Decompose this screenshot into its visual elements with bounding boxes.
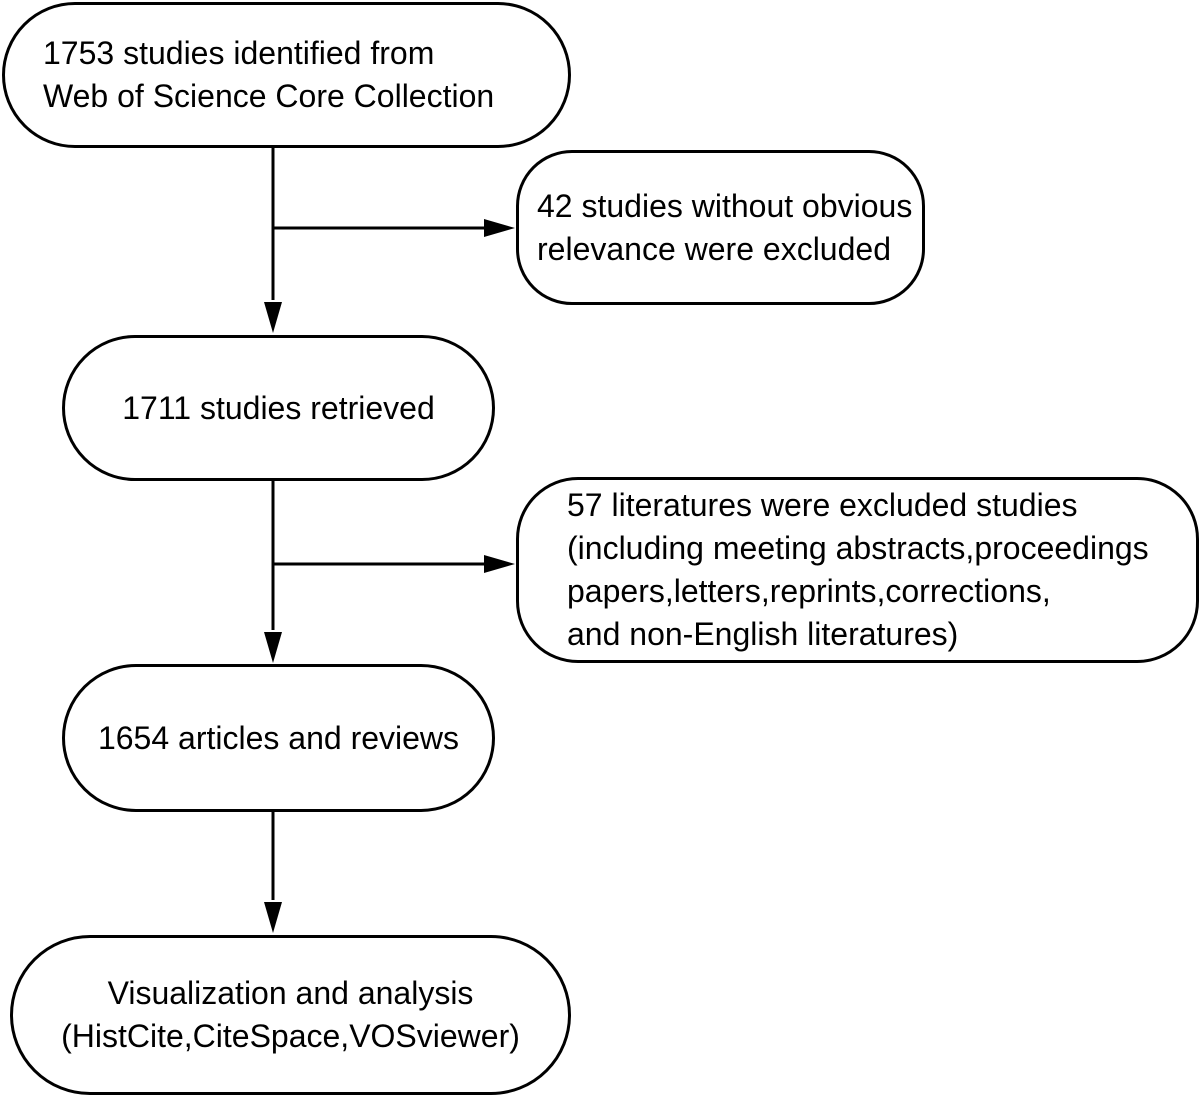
analysis-line-2: (HistCite,CiteSpace,VOSviewer) [61, 1018, 520, 1054]
arrow-identified-to-retrieved [264, 148, 282, 333]
excluded-types-line-3: papers,letters,reprints,corrections, [567, 573, 1051, 609]
identified-line-1: 1753 studies identified from [43, 35, 435, 71]
arrow-to-excluded-types [273, 555, 515, 573]
analysis-node: Visualization and analysis (HistCite,Cit… [10, 935, 571, 1095]
excluded-irrelevant-line-2: relevance were excluded [537, 230, 891, 267]
excluded-irrelevant-node: 42 studies without obvious relevance wer… [516, 150, 925, 305]
excluded-types-line-2: (including meeting abstracts,proceedings [567, 530, 1149, 566]
identified-line-2: Web of Science Core Collection [43, 78, 495, 114]
arrow-included-to-analysis [264, 812, 282, 933]
arrow-retrieved-to-included [264, 481, 282, 663]
included-line-1: 1654 articles and reviews [97, 719, 460, 756]
excluded-types-line-4: and non-English literatures) [567, 616, 959, 652]
identified-studies-node: 1753 studies identified from Web of Scie… [2, 2, 571, 148]
analysis-line-1: Visualization and analysis [107, 975, 474, 1011]
included-articles-node: 1654 articles and reviews [62, 664, 495, 812]
retrieved-line-1: 1711 studies retrieved [122, 389, 435, 426]
excluded-irrelevant-line-1: 42 studies without obvious [537, 187, 913, 224]
retrieved-studies-node: 1711 studies retrieved [62, 335, 495, 481]
excluded-types-line-1: 57 literatures were excluded studies [567, 487, 1078, 523]
arrow-to-excluded-irrelevant [273, 219, 515, 237]
excluded-types-node: 57 literatures were excluded studies (in… [516, 477, 1199, 663]
